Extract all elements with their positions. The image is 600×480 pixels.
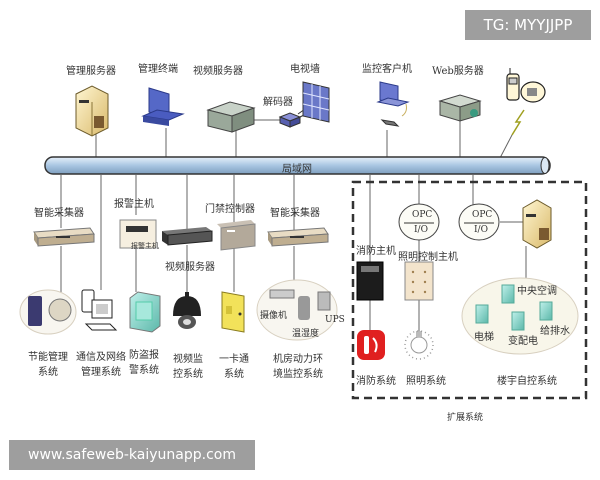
access-controller-label: 门禁控制器 [205,204,255,215]
alarm-host-label: 报警主机 [114,199,154,210]
watermark-bottom: www.safeweb-kaiyunapp.com [9,440,255,470]
web-server-label: Web服务器 [432,66,484,77]
subsystem-machine-room: 机房动力环境监控系统 [273,354,323,380]
watermark-top: TG: MYYJJPP [465,10,591,40]
web-server-icon [438,94,482,122]
access-door-icon [221,291,245,333]
temp-humidity-label: 温湿度 [292,329,320,339]
fire-host-label: 消防主机 [356,246,396,257]
workstation-icon [141,87,185,126]
access-controller-icon [217,220,256,251]
opc-2-top: OPC [472,210,493,220]
bas-power-label: 变配电 [508,336,538,347]
opc-io-icon [398,203,440,241]
ups-label: UPS [325,315,345,325]
mgmt-server-label: 管理服务器 [66,66,116,77]
bas-system-label: 楼宇自控系统 [497,376,557,387]
subsystem-antitheft: 防盗报警系统 [129,350,159,376]
wireless-icon [511,109,525,136]
rack-server-icon [206,101,256,133]
alarm-sensor-icon [129,291,161,333]
monitor-client-label: 监控客户机 [362,64,412,75]
bas-elevator-label: 电梯 [474,332,494,343]
collector-2-label: 智能采集器 [270,208,320,219]
mgmt-terminal-label: 管理终端 [138,64,178,75]
video-wall-icon [302,81,330,123]
bas-cluster-icon [461,277,579,355]
bottom-connectors [60,174,527,332]
bas-server-icon [522,199,552,249]
video-server-label: 视频服务器 [193,66,243,77]
machine-room-icon [256,279,338,341]
collector-icon [33,227,95,247]
light-bulb-icon [404,330,434,360]
alarm-host-device-text: 报警主机 [131,242,159,250]
lighting-host-icon [404,261,434,301]
extension-system-label: 扩展系统 [447,413,484,423]
lighting-host-label: 照明控制主机 [398,252,458,263]
extension-system-box [351,180,588,400]
camera-label: 摄像机 [260,311,288,321]
bas-hvac-label: 中央空调 [517,286,557,297]
video-server-icon [162,227,213,246]
decoder-label: 解码器 [263,97,293,108]
decoder-icon [278,112,302,128]
fire-extinguisher-icon [357,330,385,360]
opc-io-icon [458,203,500,241]
fire-host-icon [356,261,384,301]
video-wall-label: 电视墙 [290,64,320,75]
opc-1-top: OPC [412,210,433,220]
subsystem-network: 通信及网络管理系统 [76,352,126,378]
subsystem-video: 视频监控系统 [173,354,203,380]
server-tower-icon [75,85,109,137]
fire-system-label: 消防系统 [356,376,396,387]
opc-2-bottom: I/O [474,225,488,235]
monitor-client-icon [376,81,410,127]
opc-1-bottom: I/O [414,225,428,235]
bas-water-label: 给排水 [540,326,570,337]
lan-backbone [44,156,551,175]
subsystem-energy: 节能管理系统 [28,352,68,378]
network-mgmt-icon [81,289,118,331]
subsystem-card: 一卡通系统 [219,354,249,380]
collector-1-label: 智能采集器 [34,208,84,219]
lan-label: 局域网 [282,164,312,175]
energy-meter-icon [19,289,77,335]
collector-icon [267,227,329,247]
video-server-mid-label: 视频服务器 [165,262,215,273]
phone-icon [506,68,546,103]
dome-camera-icon [173,292,201,329]
lighting-system-label: 照明系统 [406,376,446,387]
alarm-host-icon [119,219,157,249]
